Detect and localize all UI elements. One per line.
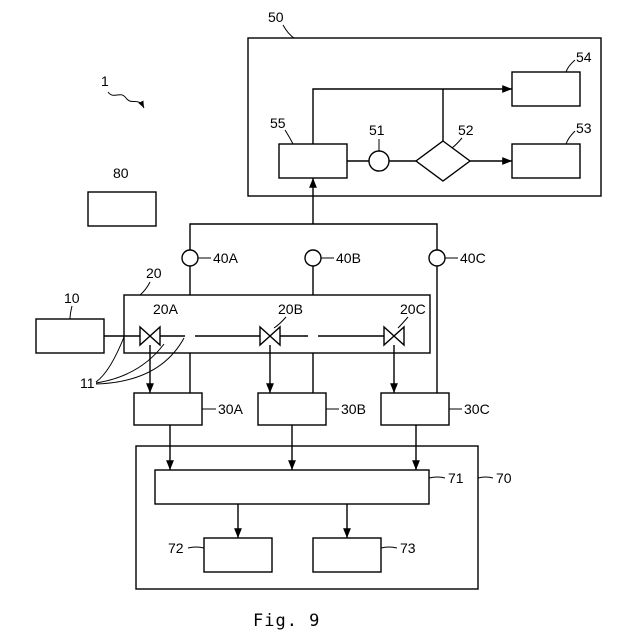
- block-73: [313, 538, 381, 572]
- block-80-label: 80: [113, 165, 129, 181]
- block-55: [279, 144, 347, 178]
- figure-caption: Fig. 9: [253, 611, 320, 631]
- block-53: [512, 144, 580, 178]
- valve-20c-label: 20C: [400, 301, 426, 317]
- valve-unit-label: 20: [146, 265, 162, 281]
- chamber-30a-label: 30A: [218, 401, 244, 417]
- block-71-label: 71: [448, 470, 464, 486]
- chamber-30c: [381, 393, 449, 425]
- chamber-30c-label: 30C: [464, 401, 490, 417]
- decision-52-label: 52: [458, 122, 474, 138]
- sensor-40b: [305, 250, 321, 266]
- sensor-40c-label: 40C: [460, 250, 486, 266]
- chamber-30b-label: 30B: [341, 401, 366, 417]
- block-53-label: 53: [576, 120, 592, 136]
- processing-unit-box: [136, 446, 478, 589]
- system-ref-arrow: [108, 92, 144, 108]
- processing-unit-label: 70: [496, 470, 512, 486]
- block-54: [512, 72, 580, 106]
- block-72-label: 72: [168, 540, 184, 556]
- node-51-label: 51: [369, 122, 385, 138]
- block-73-label: 73: [400, 540, 416, 556]
- source-10: [36, 319, 104, 353]
- sensor-40c: [429, 250, 445, 266]
- system-ref-label: 1: [101, 73, 109, 89]
- valve-20b-label: 20B: [278, 301, 303, 317]
- processing-unit-leader: [478, 477, 493, 478]
- node-51: [369, 151, 389, 171]
- sensor-bus: [190, 224, 437, 250]
- sensor-40a: [182, 250, 198, 266]
- source-10-label: 10: [64, 290, 80, 306]
- block-71: [155, 470, 429, 504]
- block-55-label: 55: [270, 115, 286, 131]
- chamber-30b: [258, 393, 326, 425]
- sensor-40a-label: 40A: [213, 250, 239, 266]
- pipes-label: 11: [80, 375, 95, 391]
- sensor-40b-label: 40B: [336, 250, 361, 266]
- valve-20a-label: 20A: [153, 301, 179, 317]
- source-10-leader: [70, 306, 72, 319]
- valve-unit-leader: [140, 282, 150, 295]
- control-unit-label: 50: [268, 9, 284, 25]
- control-unit-leader: [283, 25, 294, 38]
- block-72: [204, 538, 272, 572]
- block-54-label: 54: [576, 49, 592, 65]
- block-80: [88, 192, 156, 226]
- chamber-30a: [134, 393, 202, 425]
